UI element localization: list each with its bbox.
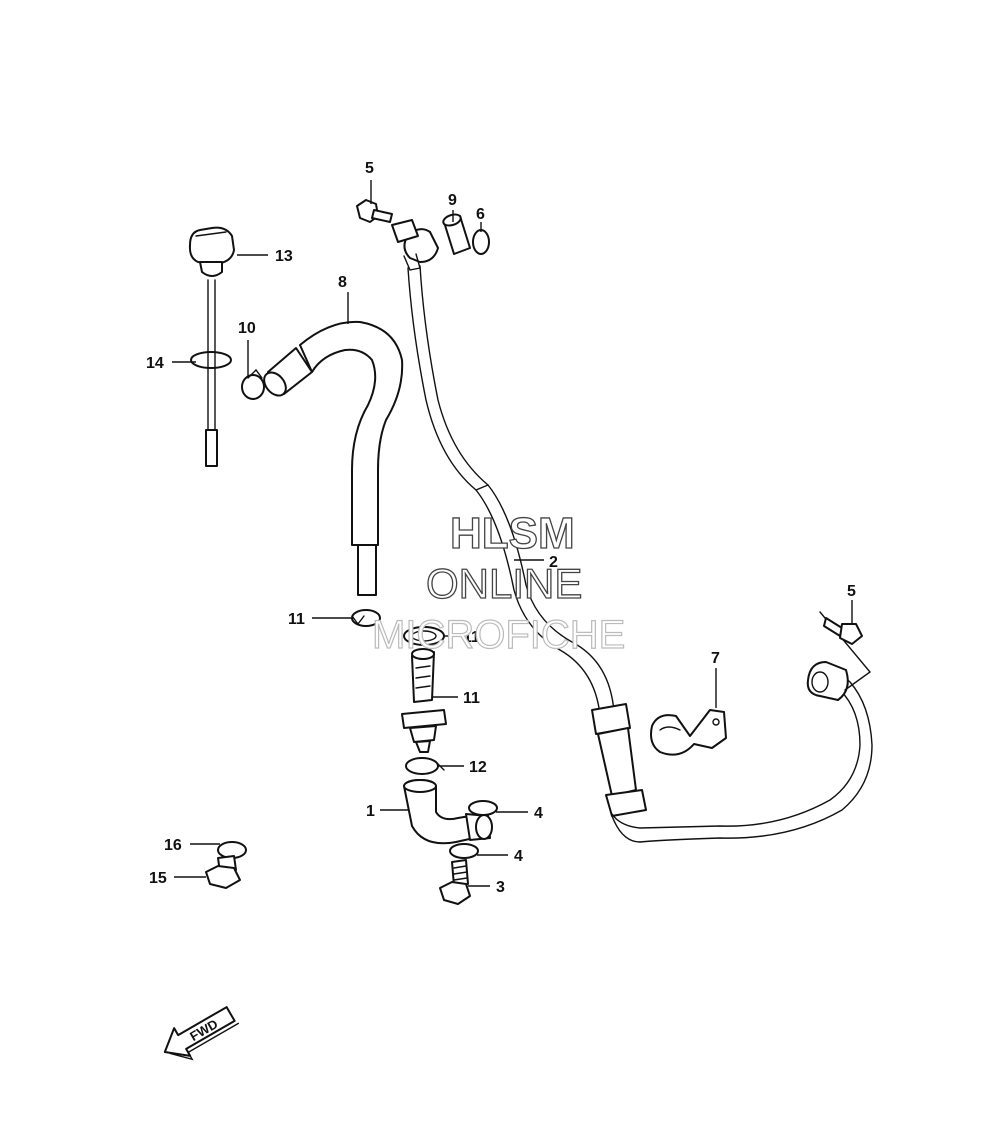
fwd-arrow: FWD xyxy=(163,1006,240,1061)
bolt-6 xyxy=(819,611,872,691)
union-bolt-3 xyxy=(439,859,471,905)
callout-2: 2 xyxy=(549,554,558,571)
callout-16: 14 xyxy=(146,355,164,372)
callout-labels: 5 9 6 13 8 10 14 2 5 7 11 11 11 12 1 4 4… xyxy=(146,160,856,896)
hose-clip-upper xyxy=(241,368,265,400)
dipstick xyxy=(188,226,235,467)
callout-13: 11 xyxy=(463,629,480,646)
watermark-line2: ONLINE xyxy=(426,560,582,607)
elbow-hose-1 xyxy=(403,779,493,845)
leader-lines xyxy=(172,180,853,887)
washer-4-lower xyxy=(449,843,479,859)
callout-14: 12 xyxy=(469,759,487,776)
watermark-line3: MICROFICHE xyxy=(372,613,625,657)
callout-15: 13 xyxy=(275,248,293,265)
fitting-12 xyxy=(401,648,447,753)
callout-5: 5 xyxy=(365,160,374,177)
callout-17: 15 xyxy=(149,870,167,887)
callout-11-upper: 10 xyxy=(238,320,256,337)
o-ring-7 xyxy=(472,229,490,255)
callout-11-lower: 11 xyxy=(288,611,305,628)
callout-4-upper: 4 xyxy=(534,805,543,822)
callout-12: 11 xyxy=(463,690,480,707)
bolt-5 xyxy=(356,199,393,223)
callout-10: 8 xyxy=(338,274,347,291)
callout-1: 1 xyxy=(366,803,375,820)
callout-9: 9 xyxy=(448,192,457,209)
filler-hose xyxy=(263,320,404,596)
watermark-line1: HLSM xyxy=(450,509,575,558)
callout-3: 3 xyxy=(496,879,505,896)
drain-bolt-17 xyxy=(205,855,241,889)
sleeve-9 xyxy=(442,213,471,255)
callout-18: 16 xyxy=(164,837,182,854)
washer-4-upper xyxy=(468,800,498,816)
callout-7: 6 xyxy=(476,206,485,223)
breather-pipe xyxy=(391,219,873,843)
callout-8: 7 xyxy=(711,650,720,667)
watermark: HLSM ONLINE MICROFICHE xyxy=(371,508,626,657)
callout-4-lower: 4 xyxy=(514,848,523,865)
bracket-8 xyxy=(650,709,727,756)
callout-6: 5 xyxy=(847,583,856,600)
